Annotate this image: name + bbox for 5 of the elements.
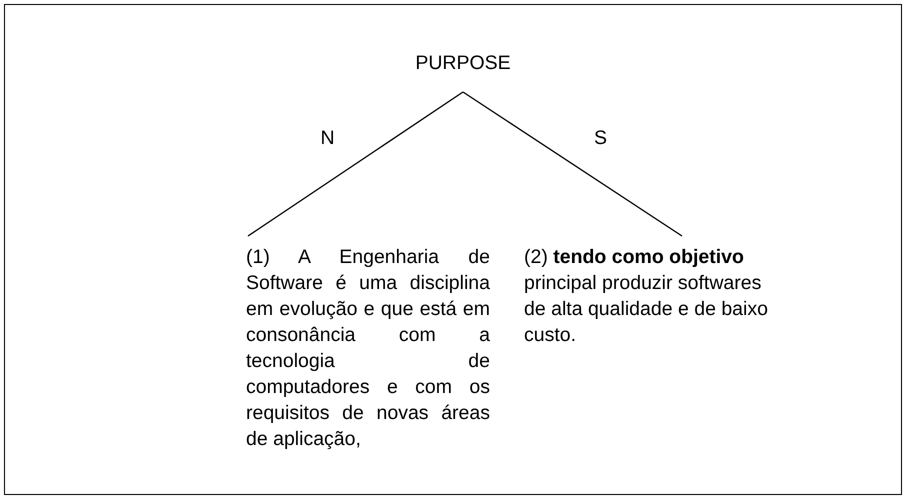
connector-line bbox=[248, 91, 464, 237]
relation-label: PURPOSE bbox=[414, 51, 512, 76]
connector-line bbox=[462, 91, 682, 237]
nucleus-text: (1) A Engenharia de Software é uma disciplina em evolução e que está em consonância com a tecnologia de computadores e com os requisitos de novas áreas de aplicação, bbox=[246, 245, 490, 452]
satellite-text: (2) tendo como objetivo principal produzir softwares de alta qualidade e de baixo custo. bbox=[524, 245, 769, 348]
